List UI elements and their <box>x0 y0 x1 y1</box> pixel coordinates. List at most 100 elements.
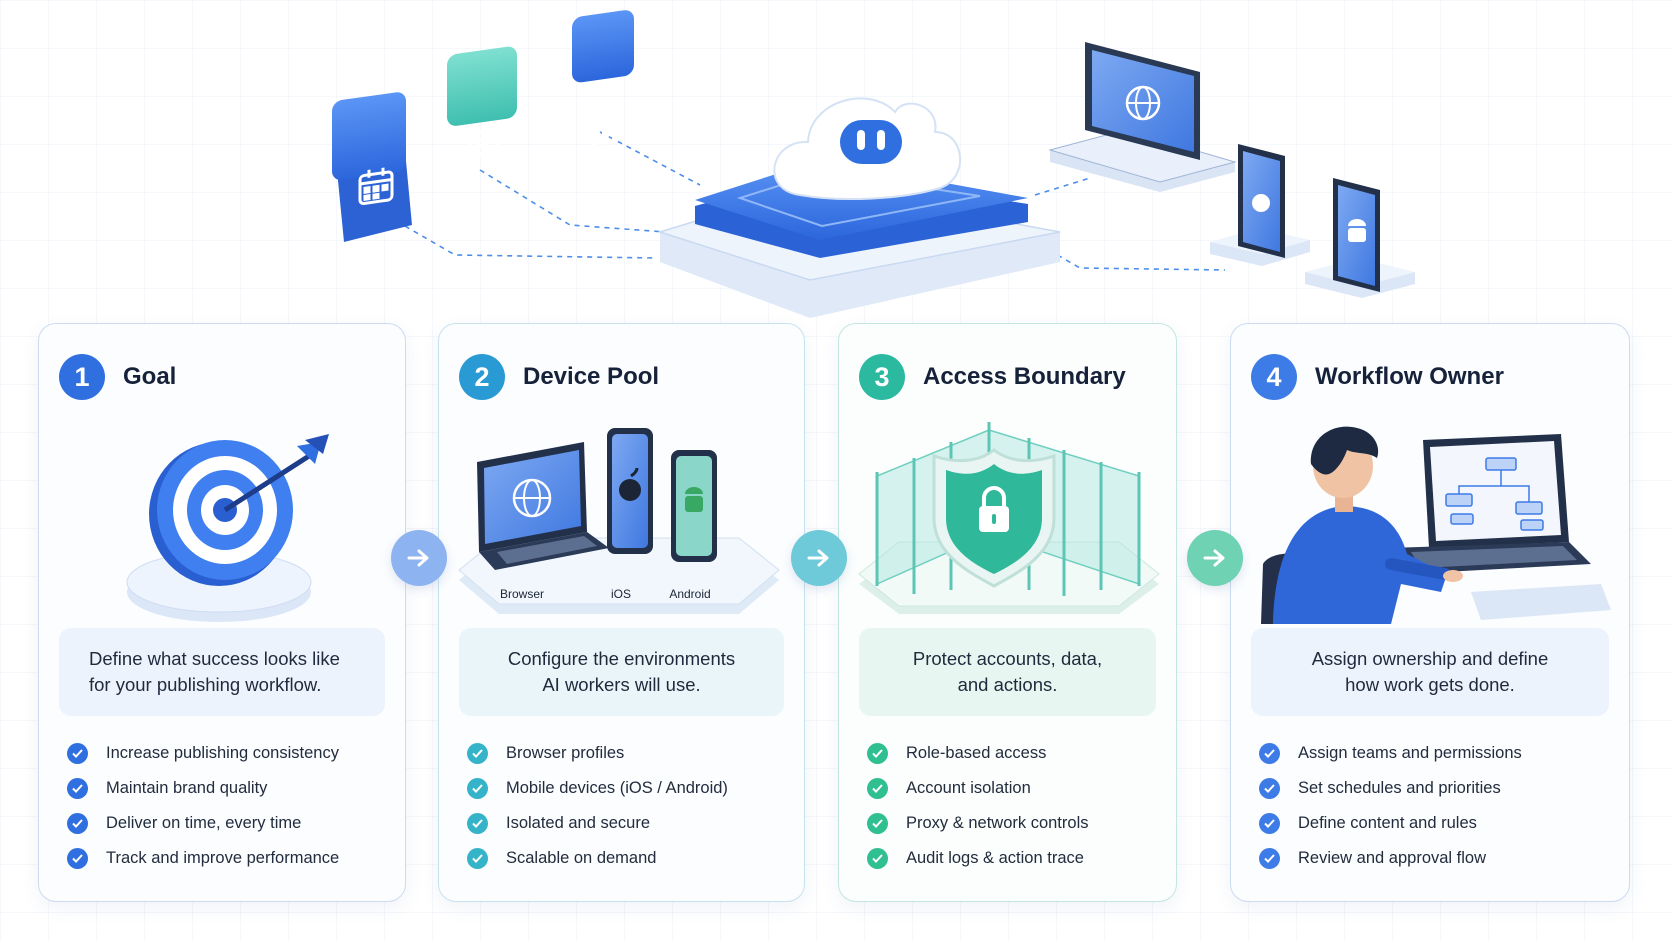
checklist-item-label: Track and improve performance <box>106 849 340 867</box>
check-icon <box>867 743 888 764</box>
checklist-item: Assign teams and permissions <box>1259 736 1522 771</box>
step-description: Configure the environments AI workers wi… <box>459 628 784 716</box>
description-line: Define what success looks like <box>89 648 340 669</box>
shield-lock-icon <box>858 422 1160 614</box>
check-icon <box>467 848 488 869</box>
laptop-globe-icon <box>1048 42 1237 192</box>
check-icon <box>67 778 88 799</box>
checklist-item: Increase publishing consistency <box>67 736 339 771</box>
step-header: 4 Workflow Owner <box>1251 354 1504 400</box>
check-icon <box>1259 743 1280 764</box>
checklist-item: Isolated and secure <box>467 806 728 841</box>
checklist-item-label: Set schedules and priorities <box>1298 779 1501 797</box>
step-card-access-boundary: 3 Access Boundary Protect accounts, data… <box>838 323 1177 902</box>
checklist-item-label: Define content and rules <box>1298 814 1477 832</box>
iphone-apple-icon <box>607 428 653 554</box>
step-title: Workflow Owner <box>1315 363 1504 390</box>
step-title: Access Boundary <box>923 363 1126 390</box>
checklist-item-label: Scalable on demand <box>506 849 657 867</box>
check-icon <box>467 813 488 834</box>
checklist-item: Deliver on time, every time <box>67 806 339 841</box>
hero-illustration <box>332 10 1415 318</box>
checklist-item-label: Deliver on time, every time <box>106 814 302 832</box>
connector-lines <box>404 131 1226 271</box>
step-header: 1 Goal <box>59 354 176 400</box>
check-icon <box>67 743 88 764</box>
target-icon <box>126 434 329 622</box>
cloud-robot-icon <box>657 97 1061 318</box>
checklist: Role-based access Account isolation Prox… <box>867 736 1088 876</box>
bar-chart-icon <box>572 10 634 146</box>
android-phone-icon <box>1305 178 1415 298</box>
laptop-globe-icon <box>477 442 609 570</box>
device-label-browser: Browser <box>500 587 544 601</box>
calendar-icon <box>332 92 412 242</box>
device-label-ios: iOS <box>611 587 631 601</box>
checklist-item: Browser profiles <box>467 736 728 771</box>
devices-icon: Browser iOS Android <box>458 428 780 614</box>
checklist-item: Review and approval flow <box>1259 841 1522 876</box>
checklist-item-label: Assign teams and permissions <box>1298 744 1522 762</box>
step-card-workflow-owner: 4 Workflow Owner Assign ownership and de… <box>1230 323 1630 902</box>
checklist-item: Audit logs & action trace <box>867 841 1088 876</box>
checklist-item-label: Maintain brand quality <box>106 779 268 797</box>
step-number-badge: 4 <box>1251 354 1297 400</box>
checklist-item: Maintain brand quality <box>67 771 339 806</box>
step-title: Goal <box>123 363 177 390</box>
checklist-item-label: Browser profiles <box>506 744 625 762</box>
checklist-item-label: Role-based access <box>906 744 1047 762</box>
checklist-item: Track and improve performance <box>67 841 339 876</box>
step-header: 3 Access Boundary <box>859 354 1126 400</box>
checklist-item: Role-based access <box>867 736 1088 771</box>
description-line: Assign ownership and define <box>1311 648 1549 669</box>
description-line: for your publishing workflow. <box>89 674 322 695</box>
checklist-item-label: Increase publishing consistency <box>106 744 339 762</box>
step-description: Protect accounts, data, and actions. <box>859 628 1156 716</box>
checklist: Assign teams and permissions Set schedul… <box>1259 736 1522 876</box>
checklist-item: Proxy & network controls <box>867 806 1088 841</box>
arrow-right-icon <box>1187 530 1243 586</box>
checklist-item: Set schedules and priorities <box>1259 771 1522 806</box>
arrow-right-icon <box>791 530 847 586</box>
description-line: Configure the environments <box>507 648 736 669</box>
checklist: Increase publishing consistency Maintain… <box>67 736 339 876</box>
step-card-goal: 1 Goal Define what success looks like fo… <box>38 323 406 902</box>
checklist-item: Mobile devices (iOS / Android) <box>467 771 728 806</box>
step-title: Device Pool <box>523 363 660 390</box>
checklist-item-label: Isolated and secure <box>506 814 651 832</box>
step-description: Assign ownership and define how work get… <box>1251 628 1609 716</box>
checklist-item-label: Review and approval flow <box>1298 849 1487 867</box>
checklist-item: Define content and rules <box>1259 806 1522 841</box>
check-icon <box>867 848 888 869</box>
iphone-apple-icon <box>1210 144 1310 266</box>
check-icon <box>67 848 88 869</box>
step-number-badge: 2 <box>459 354 505 400</box>
description-line: AI workers will use. <box>542 674 701 695</box>
checklist: Browser profiles Mobile devices (iOS / A… <box>467 736 728 876</box>
person-laptop-icon <box>1261 426 1611 624</box>
checklist-item-label: Mobile devices (iOS / Android) <box>506 779 728 797</box>
checklist-item-label: Account isolation <box>906 779 1031 797</box>
step-card-device-pool: 2 Device Pool Browser <box>438 323 805 902</box>
check-icon <box>1259 848 1280 869</box>
step-number-badge: 3 <box>859 354 905 400</box>
checklist-item-label: Proxy & network controls <box>906 814 1089 832</box>
checklist-item: Scalable on demand <box>467 841 728 876</box>
check-icon <box>467 778 488 799</box>
chat-icon <box>447 46 517 162</box>
description-line: how work gets done. <box>1345 674 1515 695</box>
check-icon <box>867 813 888 834</box>
check-icon <box>467 743 488 764</box>
device-label-android: Android <box>669 587 710 601</box>
step-description: Define what success looks like for your … <box>59 628 385 716</box>
check-icon <box>1259 813 1280 834</box>
check-icon <box>1259 778 1280 799</box>
checklist-item-label: Audit logs & action trace <box>906 849 1084 867</box>
check-icon <box>67 813 88 834</box>
arrow-right-icon <box>391 530 447 586</box>
check-icon <box>867 778 888 799</box>
checklist-item: Account isolation <box>867 771 1088 806</box>
description-line: and actions. <box>957 674 1058 695</box>
description-line: Protect accounts, data, <box>912 648 1103 669</box>
android-phone-icon <box>671 450 717 562</box>
